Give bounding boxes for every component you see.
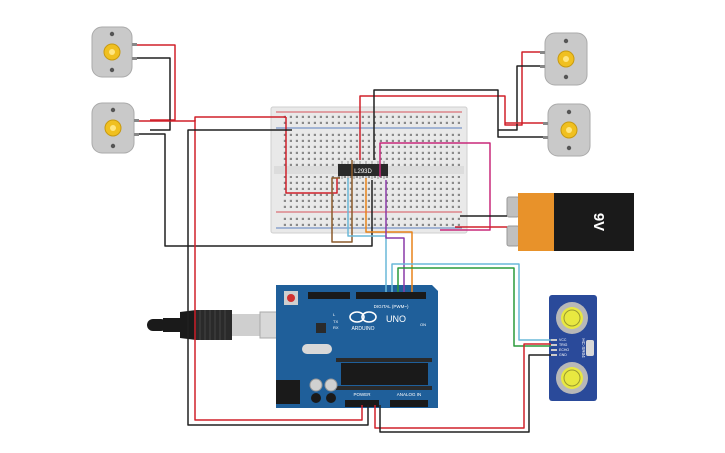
wire-arduino-gnd [187,129,369,426]
sensor-pin-vcc: VCC [559,338,567,342]
wire-motor1-black [137,57,171,131]
wire-motor1-red [137,44,176,121]
wire-brown [331,160,353,243]
sensor-pin-gnd: GND [559,353,567,357]
l293d-chip: L293D [338,161,388,179]
battery-9v: 9V [506,193,634,251]
wire-motor4-black [373,89,543,160]
dc-motor-bottom-left [91,102,139,154]
power-header-label: POWER [353,392,371,397]
dc-motor-top-left [91,26,137,78]
wire-green [397,267,551,347]
chip-label: L293D [354,169,372,175]
arduino-logo [349,311,377,323]
usb-cable [147,310,299,340]
dc-motor-bottom-right [543,103,591,157]
wire-purple [385,180,405,292]
battery-label: 9V [590,213,607,231]
sensor-model-label: HC-SR04 [581,338,586,358]
digital-header-label: DIGITAL (PWM~) [374,304,409,309]
wire-motor3-red [359,51,540,160]
wire-sensor-gnd [379,354,551,433]
rx-led-label: RX [333,325,339,330]
wire-arduino-5v [194,120,363,421]
ultrasonic-sensor: VCC TRIG ECHO GND HC-SR04 [549,295,597,401]
wire-lightblue [347,178,387,292]
arduino-uno: DIGITAL (PWM~) ARDUINO UNO L TX RX ON PO… [276,285,438,408]
wire-orange [365,178,413,292]
l-led-label: L [333,312,336,317]
wire-motor2-red [139,116,286,122]
on-led-label: ON [420,322,426,327]
wire-rail-red [285,117,338,194]
sensor-pin-echo: ECHO [559,348,569,352]
arduino-brand-label: ARDUINO [351,326,374,332]
tx-led-label: TX [333,319,338,324]
wire-motor3-black [498,65,540,131]
wire-motor2-black [139,133,373,247]
wire-sensor-vcc [374,343,551,429]
wires [137,44,551,433]
wire-lightblue-sensor [391,263,551,341]
arduino-model-label: UNO [386,314,406,324]
sensor-pin-trig: TRIG [559,343,568,347]
dc-motor-top-right [540,32,588,86]
wire-magenta [379,142,491,231]
analog-header-label: ANALOG IN [397,392,422,397]
